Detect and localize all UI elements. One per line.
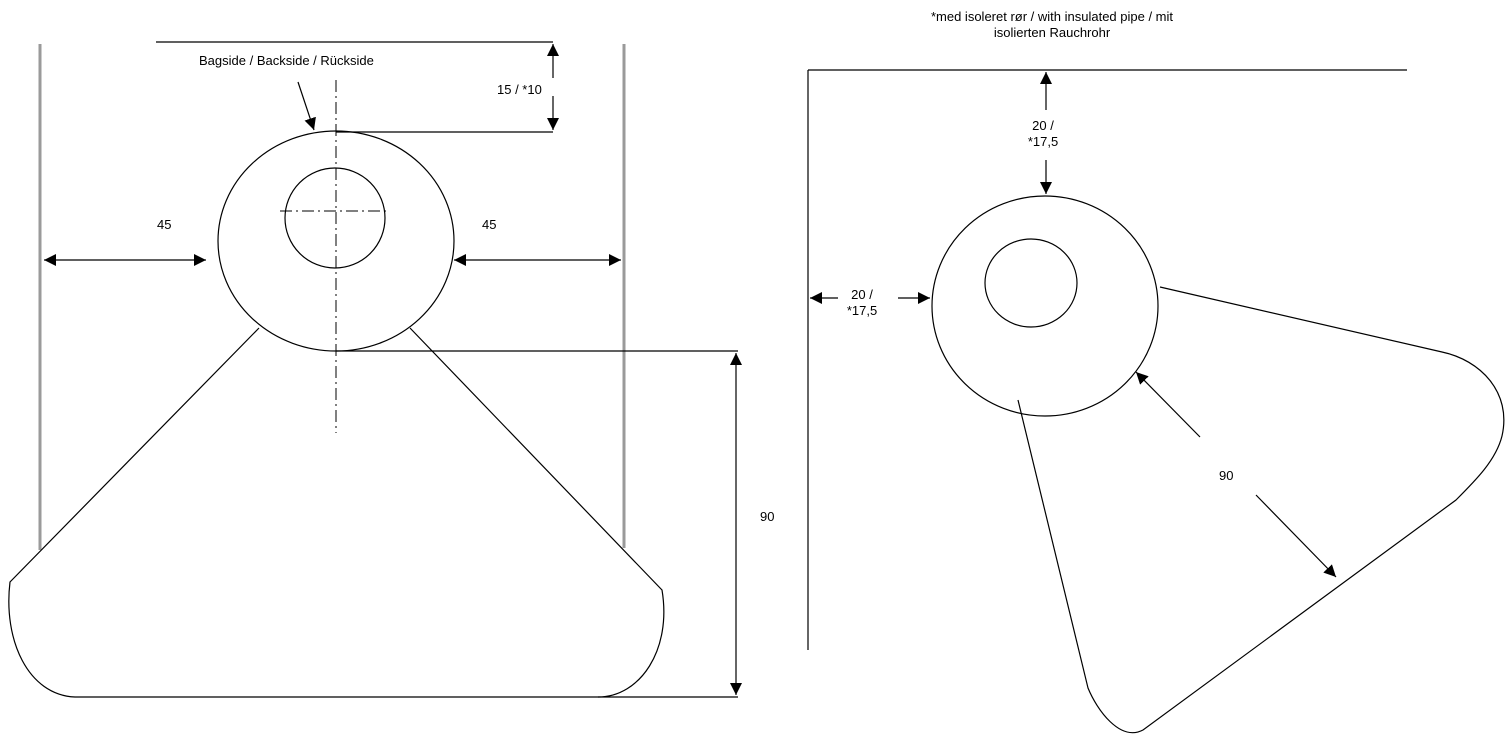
insulated-pipe-note-line1: *med isoleret rør / with insulated pipe …: [930, 9, 1174, 24]
corner-front-arrow-up: [1135, 371, 1201, 438]
corner-flue-collar: [931, 195, 1159, 417]
corner-top-clearance-line1: 20 /: [1032, 118, 1054, 133]
flue-outlet: [284, 167, 386, 269]
corner-side-clearance-line1: 20 /: [851, 287, 873, 302]
corner-stove-body-outline: [1017, 286, 1505, 733]
corner-front-clearance-label: 90: [1219, 468, 1234, 483]
corner-flue-outlet: [984, 238, 1078, 328]
backside-pointer-arrow: [297, 81, 316, 131]
front-clearance-label: 90: [760, 509, 775, 524]
corner-side-clearance-line2: *17,5: [846, 303, 878, 318]
backside-label: Bagside / Backside / Rückside: [199, 53, 374, 68]
right-clearance-label: 45: [482, 217, 497, 232]
corner-front-arrow-down: [1255, 494, 1337, 578]
right-view: [807, 69, 1505, 733]
top-clearance-label: 15 / *10: [497, 82, 542, 97]
corner-top-clearance-line2: *17,5: [1027, 134, 1059, 149]
left-clearance-label: 45: [157, 217, 172, 232]
insulated-pipe-note-line2: isolierten Rauchrohr: [993, 25, 1111, 40]
stove-body-outline: [8, 327, 665, 698]
left-view: [8, 41, 742, 698]
